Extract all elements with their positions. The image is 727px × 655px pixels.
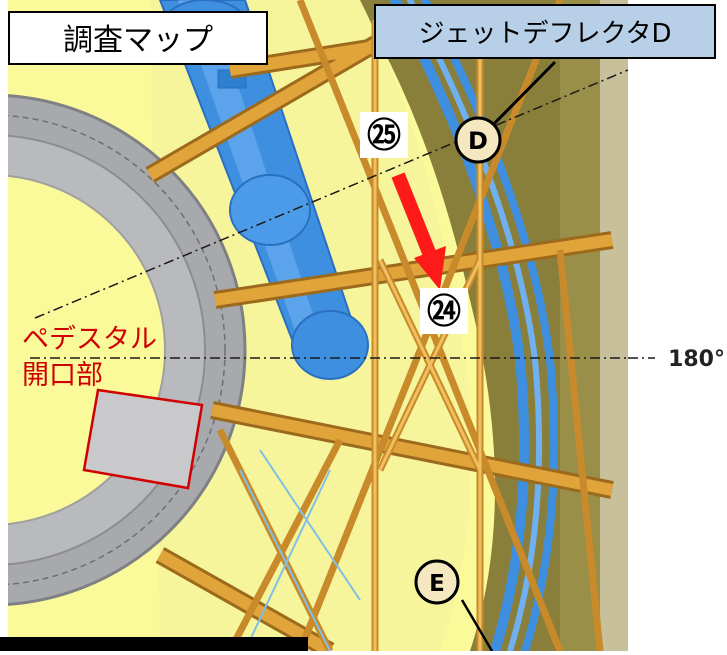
jet-deflector-callout: ジェットデフレクタD bbox=[374, 4, 716, 59]
pedestal-label-line2: 開口部 bbox=[22, 360, 103, 391]
pedestal-label-line1: ペデスタル bbox=[22, 324, 157, 355]
outer-ring-rim bbox=[600, 0, 628, 651]
pedestal-opening-label: ペデスタル 開口部 bbox=[22, 324, 157, 391]
point-24: ㉔ bbox=[420, 288, 468, 334]
reference-lines bbox=[30, 69, 628, 359]
jet-deflector-d-marker: D bbox=[454, 116, 502, 164]
map-layer bbox=[8, 0, 628, 651]
jet-deflector-e-marker: E bbox=[414, 559, 460, 605]
pedestal-dashed-ring bbox=[8, 114, 226, 586]
bottom-left-bar bbox=[0, 637, 308, 651]
point-25-label: ㉕ bbox=[367, 116, 401, 156]
map-title: 調査マップ bbox=[63, 23, 213, 58]
angle-180-label: 180° bbox=[668, 347, 725, 372]
point-24-label: ㉔ bbox=[427, 292, 461, 332]
leader-line-e bbox=[460, 599, 494, 652]
survey-direction-arrow bbox=[391, 172, 446, 290]
map-title-box: 調査マップ bbox=[8, 11, 268, 65]
jet-deflector-label: ジェットデフレクタD bbox=[419, 19, 672, 49]
marker-d-label: D bbox=[468, 127, 488, 155]
pedestal-opening-box bbox=[82, 388, 204, 490]
marker-e-label: E bbox=[429, 571, 445, 597]
point-25: ㉕ bbox=[360, 112, 408, 158]
